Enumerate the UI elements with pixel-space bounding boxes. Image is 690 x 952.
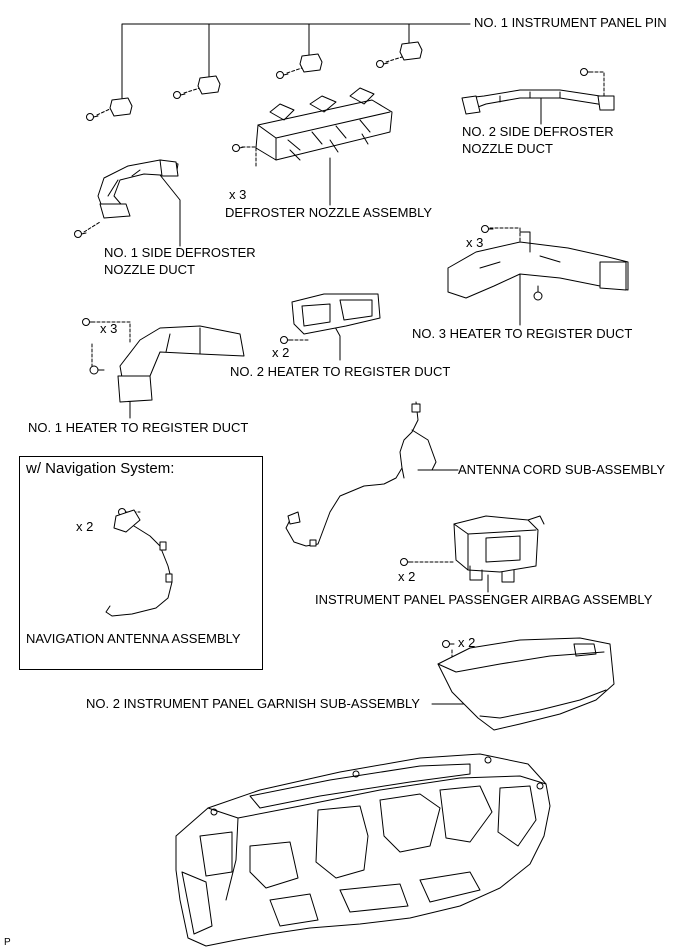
antenna-cord-part xyxy=(285,401,437,547)
heater-duct-1-label: NO. 1 HEATER TO REGISTER DUCT xyxy=(28,420,249,435)
navigation-inset-title: w/ Navigation System: xyxy=(26,460,175,477)
side-defroster-duct-1-part xyxy=(97,159,179,219)
heater-duct-2-screw-count: x 2 xyxy=(272,345,290,360)
defroster-screw-count: x 3 xyxy=(229,187,247,202)
leader-lines xyxy=(121,23,542,705)
pin-label: NO. 1 INSTRUMENT PANEL PIN xyxy=(474,15,667,30)
side-defroster-duct-2-label-line2: NOZZLE DUCT xyxy=(462,141,553,156)
defroster-nozzle-label: DEFROSTER NOZZLE ASSEMBLY xyxy=(225,205,433,220)
heater-duct-2-label: NO. 2 HEATER TO REGISTER DUCT xyxy=(230,364,451,379)
garnish-part xyxy=(437,637,615,731)
defroster-nozzle-part xyxy=(255,87,393,161)
navigation-antenna-part xyxy=(105,509,173,617)
antenna-cord-label: ANTENNA CORD SUB-ASSEMBLY xyxy=(458,462,666,477)
garnish-label: NO. 2 INSTRUMENT PANEL GARNISH SUB-ASSEM… xyxy=(86,696,420,711)
corner-code: P xyxy=(4,937,11,948)
heater-duct-3-screw-count: x 3 xyxy=(466,235,484,250)
heater-duct-1-part xyxy=(89,325,245,403)
heater-duct-3-label: NO. 3 HEATER TO REGISTER DUCT xyxy=(412,326,633,341)
navigation-antenna-label: NAVIGATION ANTENNA ASSEMBLY xyxy=(26,631,241,646)
instrument-panel-pins xyxy=(109,41,423,117)
passenger-airbag-part xyxy=(453,515,545,583)
navigation-screw-count: x 2 xyxy=(76,519,94,534)
heater-duct-1-screw-count: x 3 xyxy=(100,321,118,336)
side-defroster-duct-2-part xyxy=(461,89,615,115)
heater-duct-3-part xyxy=(447,231,629,301)
side-defroster-duct-1-label-line2: NOZZLE DUCT xyxy=(104,262,195,277)
side-defroster-duct-1-label-line1: NO. 1 SIDE DEFROSTER xyxy=(104,245,256,260)
garnish-screw-count: x 2 xyxy=(458,635,476,650)
heater-duct-2-part xyxy=(291,293,381,335)
airbag-label: INSTRUMENT PANEL PASSENGER AIRBAG ASSEMB… xyxy=(315,592,653,607)
navigation-inset-box xyxy=(19,456,263,670)
instrument-panel-part xyxy=(175,753,551,947)
airbag-screw-count: x 2 xyxy=(398,569,416,584)
side-defroster-duct-2-label-line1: NO. 2 SIDE DEFROSTER xyxy=(462,124,614,139)
screws xyxy=(74,60,593,648)
